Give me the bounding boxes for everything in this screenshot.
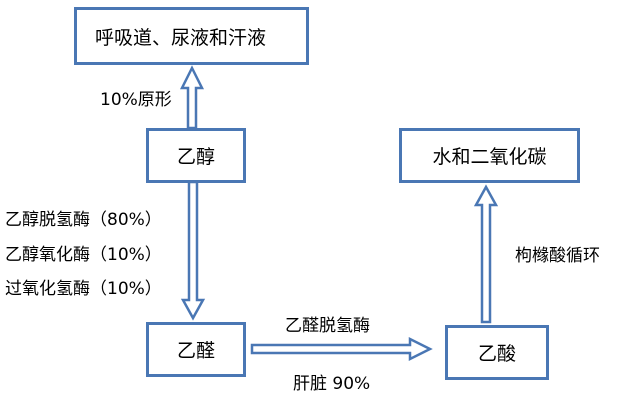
node-acetic-acid-label: 乙酸 <box>477 343 516 365</box>
arrow-acetaldehyde-to-acetic-acid <box>250 336 433 362</box>
edge-label-aldh: 乙醛脱氢酶 <box>285 316 370 336</box>
edge-label-unchanged: 10%原形 <box>100 90 172 110</box>
node-water-co2-label: 水和二氧化碳 <box>432 146 547 168</box>
arrow-acetic-acid-to-water-co2 <box>473 184 499 324</box>
node-acetaldehyde-label: 乙醛 <box>176 340 215 362</box>
arrow-ethanol-to-acetaldehyde <box>180 180 206 321</box>
node-ethanol: 乙醇 <box>146 128 246 183</box>
edge-label-catalase: 过氧化氢酶（10%） <box>5 279 162 299</box>
node-acetic-acid: 乙酸 <box>445 325 549 380</box>
edge-label-liver: 肝脏 90% <box>293 374 371 394</box>
node-excretion-label: 呼吸道、尿液和汗液 <box>95 26 267 49</box>
edge-label-tca: 枸橼酸循环 <box>515 246 600 266</box>
edge-label-meos: 乙醇氧化酶（10%） <box>5 245 162 265</box>
node-water-co2: 水和二氧化碳 <box>399 128 580 183</box>
node-excretion: 呼吸道、尿液和汗液 <box>74 7 309 65</box>
arrow-ethanol-to-excretion <box>179 65 205 130</box>
edge-label-adh: 乙醇脱氢酶（80%） <box>5 210 162 230</box>
node-acetaldehyde: 乙醛 <box>146 322 246 377</box>
node-ethanol-label: 乙醇 <box>176 146 215 168</box>
